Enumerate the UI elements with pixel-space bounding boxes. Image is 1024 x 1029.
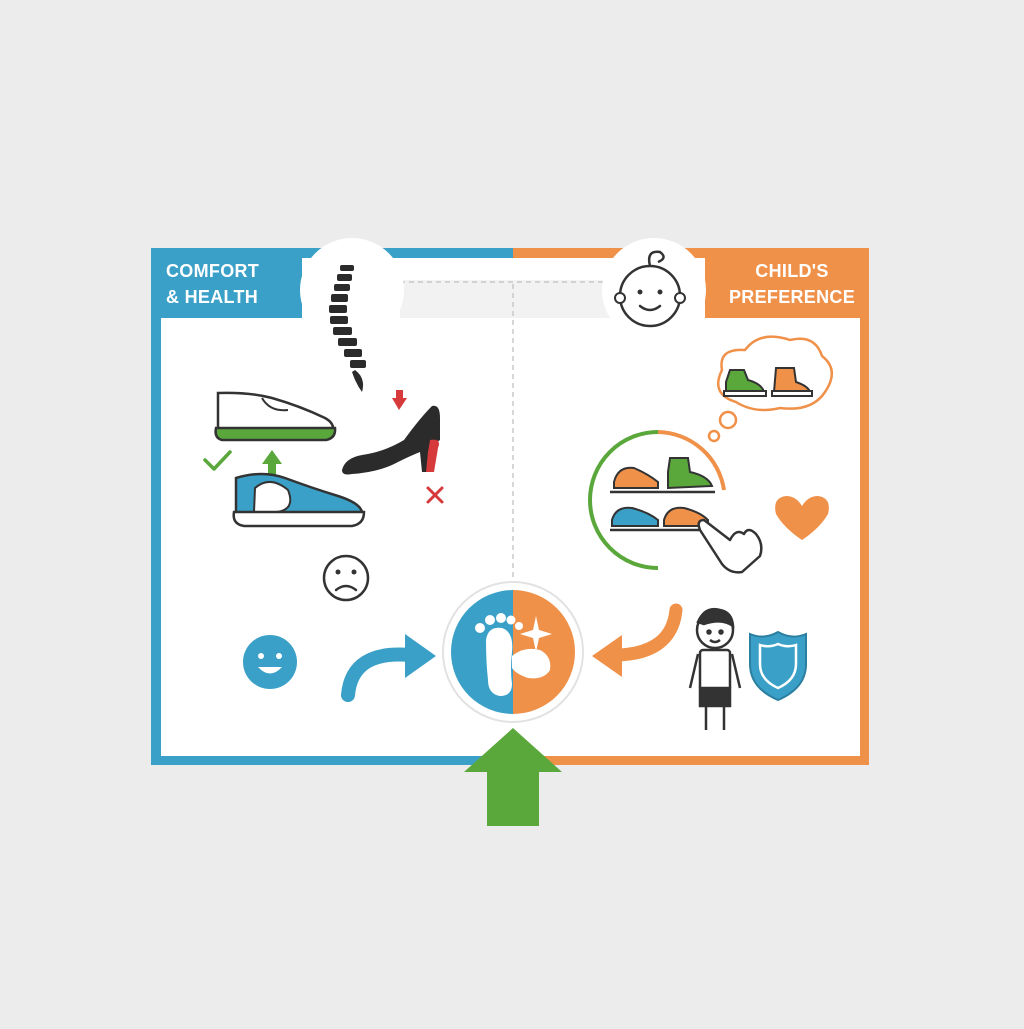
- up-arrow-icon: [262, 450, 282, 476]
- green-up-arrow-icon: [464, 728, 562, 826]
- blue-sneaker-icon: [232, 472, 366, 528]
- blue-curved-arrow-icon: [341, 634, 436, 702]
- smile-icon: [243, 635, 297, 689]
- orange-curved-arrow-icon: [592, 603, 683, 677]
- footprint-icon: [475, 613, 551, 696]
- check-icon: [203, 450, 232, 471]
- down-arrow-icon: [392, 390, 407, 410]
- center-foot-badge: [442, 581, 584, 723]
- cross-icon: [426, 486, 444, 504]
- orange-boot-icon: [771, 367, 813, 397]
- sad-face-icon: [322, 554, 370, 602]
- high-heel-icon: [342, 405, 440, 475]
- child-preference-title: CHILD'S PREFERENCE: [728, 261, 856, 307]
- shoe-shelf-icon: [588, 430, 726, 570]
- shield-icon: [749, 630, 807, 702]
- heart-icon: [775, 496, 829, 540]
- green-shoe-icon: [723, 369, 767, 397]
- baby-face-icon: [602, 238, 706, 342]
- pointing-hand-icon: [697, 518, 763, 574]
- spine-icon: [300, 238, 404, 392]
- sparkle-icon: [520, 616, 552, 652]
- comfort-health-title: COMFORT & HEALTH: [166, 261, 260, 307]
- child-icon: [688, 608, 742, 730]
- sneaker-icon: [214, 391, 337, 442]
